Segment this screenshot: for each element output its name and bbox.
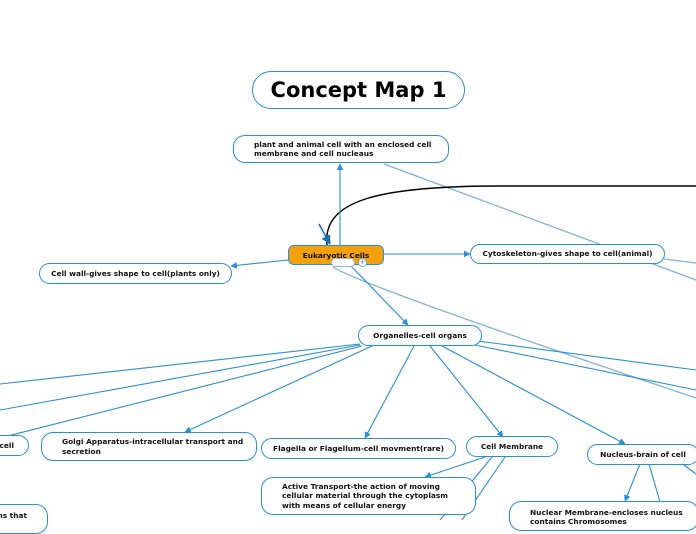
node-cytoskeleton[interactable]: Cytoskeleton-gives shape to cell(animal) xyxy=(470,244,665,264)
connector-canvas xyxy=(0,163,696,520)
node-cell-membrane[interactable]: Cell Membrane xyxy=(466,436,558,457)
root-collapse-pill[interactable] xyxy=(331,258,355,267)
relationship-line xyxy=(326,185,696,246)
cross-link-line xyxy=(332,266,696,399)
node-label: Cell Membrane xyxy=(480,441,544,451)
node-plant-animal-cell[interactable]: plant and animal cell with an enclosed c… xyxy=(233,135,449,163)
connector-line xyxy=(0,345,363,439)
node-golgi-apparatus[interactable]: Golgi Apparatus-intracellular transport … xyxy=(41,432,257,461)
root-label: Eukaryotic Cells xyxy=(302,250,370,260)
connector-line xyxy=(441,345,626,445)
node-label: Cytoskeleton-gives shape to cell(animal) xyxy=(482,249,653,259)
node-cell-partial[interactable]: cell xyxy=(0,435,29,456)
connector-line xyxy=(624,463,641,502)
node-flagella[interactable]: Flagella or Flagellum-cell movment(rare) xyxy=(261,438,456,459)
node-label: Organelles-cell organs xyxy=(373,330,467,340)
node-active-transport[interactable]: Active Transport-the action of moving ce… xyxy=(261,477,476,515)
connector-line xyxy=(648,463,661,503)
connector-line xyxy=(184,345,373,433)
node-nucleus[interactable]: Nucleus-brain of cell xyxy=(587,444,696,465)
node-label: Flagella or Flagellum-cell movment(rare) xyxy=(273,443,444,453)
connector-line xyxy=(429,345,504,438)
node-label: ns that xyxy=(0,511,27,520)
plus-circle-icon[interactable]: + xyxy=(358,258,367,267)
connector-line xyxy=(0,344,361,411)
node-label: Nuclear Membrane-encloses nucleus contai… xyxy=(530,508,683,527)
relationship-arrow xyxy=(318,223,331,245)
map-title[interactable]: Concept Map 1 xyxy=(252,71,465,109)
connector-line xyxy=(0,343,361,385)
cross-link-line xyxy=(663,258,696,264)
node-label: Golgi Apparatus-intracellular transport … xyxy=(62,437,244,456)
node-organelles[interactable]: Organelles-cell organs xyxy=(358,325,482,346)
node-label: cell xyxy=(0,440,14,450)
node-label: Active Transport-the action of moving ce… xyxy=(282,482,448,510)
node-cell-wall[interactable]: Cell wall-gives shape to cell(plants onl… xyxy=(39,263,232,284)
connector-line xyxy=(364,345,415,439)
connector-line xyxy=(230,259,289,269)
node-label: Nucleus-brain of cell xyxy=(600,449,686,459)
node-label: plant and animal cell with an enclosed c… xyxy=(254,139,432,158)
node-label: Cell wall-gives shape to cell(plants onl… xyxy=(51,268,220,278)
connector-line xyxy=(424,455,489,479)
connector-line xyxy=(349,264,409,326)
node-ns-that-partial[interactable]: ns that xyxy=(0,504,48,534)
connector-line xyxy=(469,343,696,391)
node-nuclear-membrane[interactable]: Nuclear Membrane-encloses nucleus contai… xyxy=(509,501,696,531)
connector-line xyxy=(477,340,696,371)
